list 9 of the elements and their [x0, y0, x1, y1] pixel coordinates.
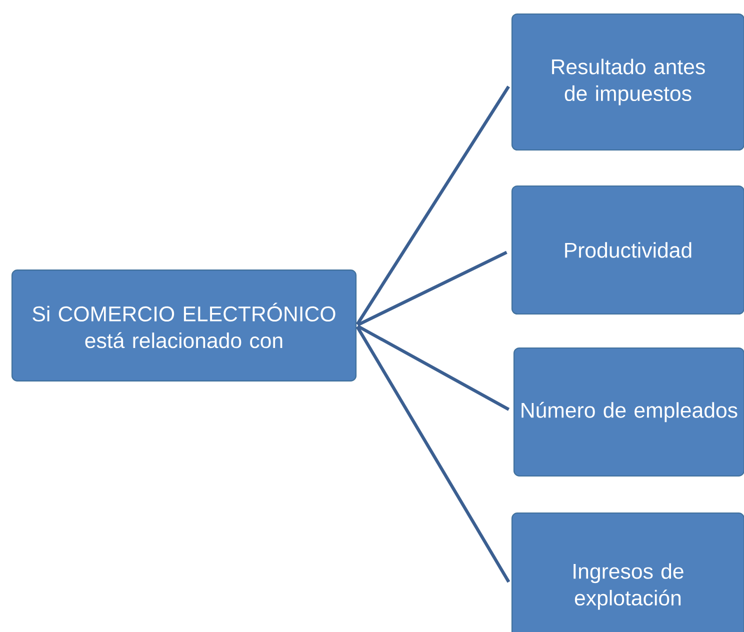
connector-line [356, 86, 510, 326]
connector-line [356, 326, 510, 583]
process-box: Productividad [511, 185, 744, 315]
process-box: Resultado antes de impuestos [511, 13, 744, 151]
process-box: Ingresos de explotación [511, 512, 744, 632]
connector-line [357, 250, 508, 326]
connector-line [356, 324, 510, 411]
process-box: Si COMERCIO ELECTRÓNICO está relacionado con [11, 270, 357, 382]
process-box: Número de empleados [513, 347, 744, 477]
